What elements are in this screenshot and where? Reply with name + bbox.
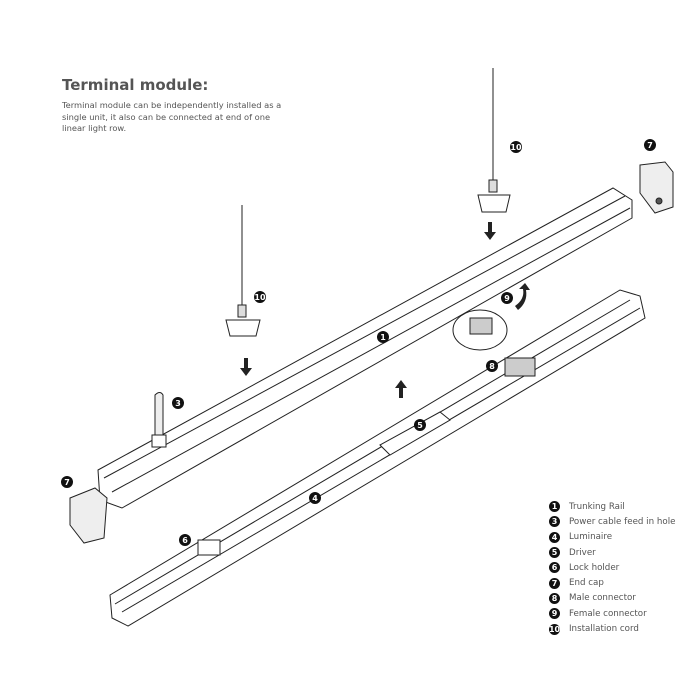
marker-5: 5 [414,419,426,431]
female-connector-inset [452,309,508,351]
marker-1: 1 [377,331,389,343]
male-connector [504,357,536,377]
installation-cord-left [225,205,261,337]
installation-cord-right [477,68,511,213]
marker-8: 8 [486,360,498,372]
power-cable-feed [151,392,167,448]
marker-9: 9 [501,292,513,304]
marker-10-right: 10 [510,141,522,153]
marker-3: 3 [172,397,184,409]
lock-holder [197,539,221,556]
description: Terminal module can be independently ins… [62,100,282,133]
marker-10-left: 10 [254,291,266,303]
end-cap-left [69,487,108,544]
marker-4: 4 [309,492,321,504]
page-title: Terminal module: [62,76,209,94]
luminaire [109,289,646,627]
marker-6: 6 [179,534,191,546]
end-cap-right [639,161,674,214]
marker-7-left: 7 [61,476,73,488]
arrows [240,222,530,398]
marker-7-right: 7 [644,139,656,151]
